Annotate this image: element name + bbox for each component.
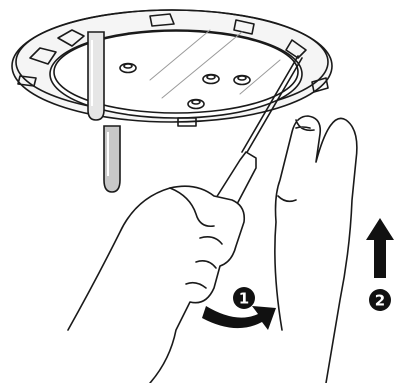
left-hand (68, 186, 244, 383)
step-2-label: 2 (375, 292, 385, 310)
step-1-label: 1 (239, 290, 249, 308)
step-marker-2: 2 (369, 289, 391, 311)
right-hand (275, 116, 357, 383)
curved-arrow-icon (202, 306, 276, 330)
mounting-plate (12, 10, 332, 126)
up-arrow-icon (366, 218, 394, 278)
step-marker-1: 1 (233, 287, 255, 309)
